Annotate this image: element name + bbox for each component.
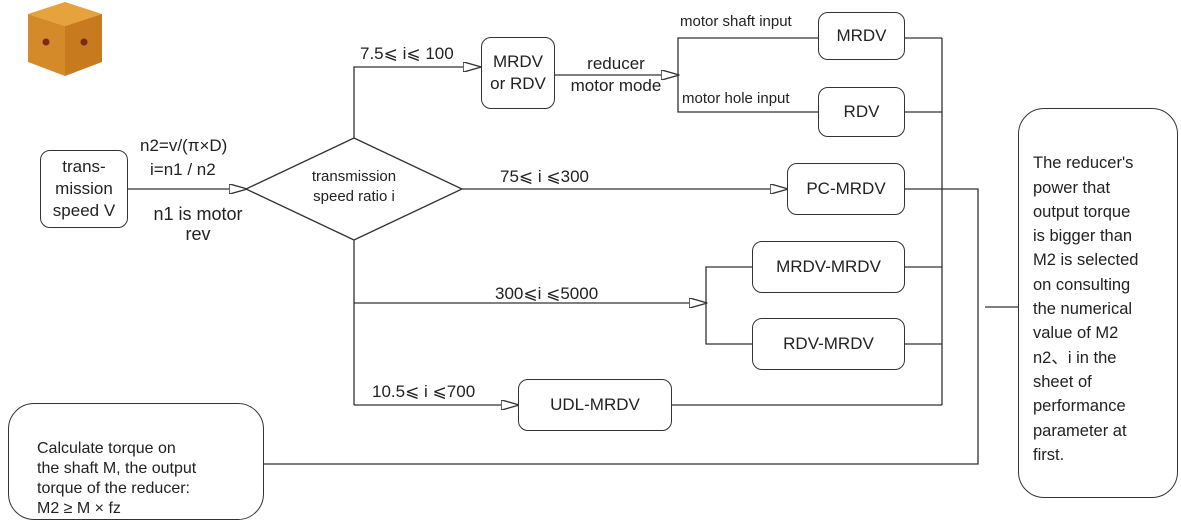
reducer-mode-label: reducer motor mode [570,54,662,95]
mrdv-or-rdv-label: MRDV or RDV [490,52,546,93]
start-label: trans- mission speed V [52,157,116,220]
udl-mrdv-box: UDL-MRDV [518,379,672,431]
range-7-5-to-100: 7.5⩽ i⩽ 100 [360,44,454,63]
rdv-mrdv-label: RDV-MRDV [783,334,874,353]
pc-mrdv-box: PC-MRDV [787,163,905,215]
udl-mrdv-label: UDL-MRDV [550,395,640,414]
line-to-mrdv [677,37,818,75]
rdv-label: RDV [843,102,880,121]
range-10-5-to-700: 10.5⩽ i ⩽700 [372,382,476,401]
decision-label: transmission speed ratio i [311,168,397,205]
range-300-to-5000: 300⩽i ⩽5000 [495,284,599,303]
result-note-box: The reducer's power that output torque i… [1018,108,1178,498]
motor-shaft-input-label: motor shaft input [680,13,792,30]
start-box: trans- mission speed V [40,150,128,228]
motor-hole-input-label: motor hole input [682,90,790,107]
range-75-to-300: 75⩽ i ⩽300 [500,167,589,186]
logo [28,2,102,76]
calculate-torque-box: Calculate torque on the shaft M, the out… [8,403,264,520]
calculate-torque-text: Calculate torque on the shaft M, the out… [37,440,197,517]
pc-mrdv-label: PC-MRDV [806,179,886,198]
arrow-to-mrdv-or-rdv [353,67,480,138]
rdv-mrdv-box: RDV-MRDV [752,318,905,370]
mrdv-label: MRDV [836,26,887,45]
formula-n2: n2=v/(π×D) [140,136,228,155]
line-pc-mrdv-to-calc [264,188,979,465]
line-to-rdv-mrdv [705,303,752,345]
mrdv-box: MRDV [818,12,905,60]
mrdv-mrdv-box: MRDV-MRDV [752,241,905,293]
line-to-rdv [677,75,818,113]
mrdv-or-rdv-box: MRDV or RDV [481,37,555,109]
formula-ratio: i=n1 / n2 [150,160,216,179]
n1-note: n1 is motor rev [153,204,243,244]
mrdv-mrdv-label: MRDV-MRDV [776,257,881,276]
line-to-mrdv-mrdv [705,266,752,303]
result-note-text: The reducer's power that output torque i… [1033,154,1139,464]
rdv-box: RDV [818,87,905,137]
